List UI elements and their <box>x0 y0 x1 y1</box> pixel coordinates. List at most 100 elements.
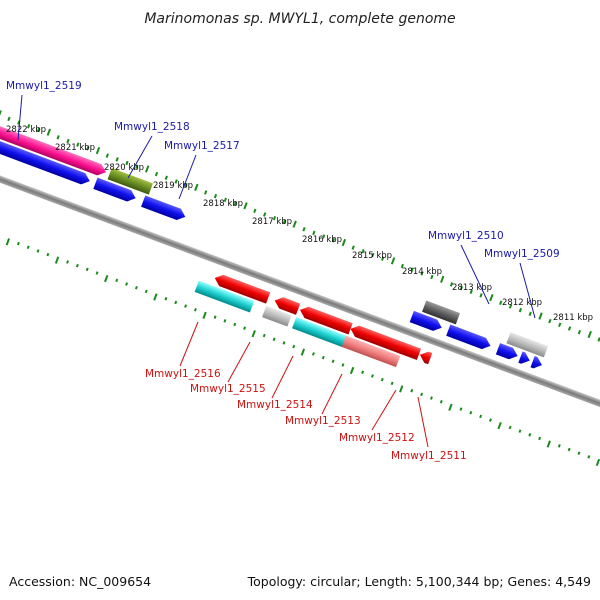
scale-tick <box>459 285 464 291</box>
scale-tick <box>371 252 375 258</box>
genome-track <box>0 110 600 467</box>
leader-line <box>371 389 397 431</box>
scale-tick <box>0 110 2 118</box>
scale-tick <box>282 219 286 225</box>
scale-tick <box>508 425 512 430</box>
gene-feature <box>530 356 542 369</box>
scale-tick <box>469 289 473 294</box>
gene-feature <box>518 351 530 364</box>
scale-tick <box>233 201 237 206</box>
gene-feature <box>262 305 292 327</box>
scale-tick <box>26 245 30 250</box>
scale-tick <box>272 337 276 341</box>
scale-label: 2821 kbp <box>55 143 95 153</box>
scale-tick <box>322 234 326 239</box>
scale-tick <box>282 341 286 345</box>
leader-line <box>179 321 199 367</box>
scale-tick <box>448 403 453 411</box>
scale-tick <box>390 381 394 386</box>
scale-tick <box>439 399 443 404</box>
scale-tick <box>399 385 404 393</box>
scale-label: 2814 kbp <box>402 267 442 277</box>
scale-tick <box>75 263 79 268</box>
scale-tick <box>125 160 129 166</box>
scale-tick <box>300 348 306 356</box>
scale-tick <box>489 418 492 422</box>
scale-label: 2812 kbp <box>502 298 542 308</box>
scale-tick <box>95 271 99 275</box>
scale-tick <box>66 138 70 144</box>
scale-tick <box>381 256 385 261</box>
scale-tick <box>380 377 384 382</box>
leader-line <box>178 154 197 200</box>
scale-label: 2818 kbp <box>203 199 243 209</box>
scale-tick <box>577 329 582 335</box>
gene-feature <box>93 177 136 202</box>
scale-tick <box>115 278 119 283</box>
gene-label-forward: Mmwyl1_2518 <box>114 121 190 133</box>
scale-label: 2813 kbp <box>452 283 492 293</box>
genome-backbone <box>0 160 600 427</box>
scale-tick <box>86 146 90 151</box>
scale-tick <box>528 433 532 437</box>
scale-tick <box>321 355 325 360</box>
scale-tick <box>528 311 532 317</box>
scale-tick <box>95 146 101 155</box>
scale-tick <box>567 447 571 452</box>
scale-tick <box>567 326 572 331</box>
scale-label: 2817 kbp <box>252 217 292 227</box>
scale-tick <box>194 183 199 191</box>
scale-tick <box>263 212 267 217</box>
scale-tick <box>292 220 297 228</box>
scale-tick <box>153 293 158 301</box>
scale-tick <box>558 322 562 328</box>
scale-label: 2822 kbp <box>6 125 46 135</box>
scale-tick <box>459 407 463 411</box>
scale-tick <box>469 410 473 415</box>
gene-label-reverse: Mmwyl1_2514 <box>237 399 313 411</box>
gene-feature <box>419 351 433 365</box>
scale-tick <box>587 455 591 459</box>
scale-tick <box>587 330 592 339</box>
scale-tick <box>262 333 266 338</box>
scale-tick <box>311 352 315 356</box>
gene-label-forward: Mmwyl1_2509 <box>484 248 560 260</box>
scale-tick <box>312 230 316 236</box>
scale-tick <box>36 249 40 253</box>
scale-tick <box>497 422 502 430</box>
scale-tick <box>134 285 138 290</box>
scale-tick <box>66 260 70 264</box>
scale-tick <box>400 263 405 269</box>
scale-tick <box>557 444 561 448</box>
scale-tick <box>54 256 60 264</box>
scale-tick <box>479 414 483 419</box>
scale-tick <box>243 326 247 330</box>
gene-feature <box>292 317 347 348</box>
scale-tick <box>331 238 336 243</box>
scale-tick <box>253 208 257 214</box>
scale-tick <box>440 275 445 283</box>
scale-tick <box>233 322 237 327</box>
gene-features <box>0 110 549 369</box>
scale-tick <box>7 116 11 122</box>
scale-tick <box>76 142 80 147</box>
leader-line <box>519 262 536 319</box>
scale-tick <box>46 252 50 257</box>
scale-tick <box>430 274 434 280</box>
gene-feature <box>194 280 255 313</box>
scale-tick <box>351 245 355 250</box>
scale-tick <box>272 215 277 221</box>
scale-tick <box>223 197 227 203</box>
scale-tick <box>105 153 109 158</box>
gene-feature <box>495 343 518 360</box>
scale-tick <box>370 374 374 378</box>
gene-label-reverse: Mmwyl1_2511 <box>391 450 467 462</box>
gene-label-reverse: Mmwyl1_2516 <box>145 368 221 380</box>
scale-tick <box>410 267 414 272</box>
scale-tick <box>16 241 20 246</box>
scale-tick <box>410 388 414 393</box>
scale-tick <box>164 297 168 301</box>
scale-tick <box>548 318 552 324</box>
